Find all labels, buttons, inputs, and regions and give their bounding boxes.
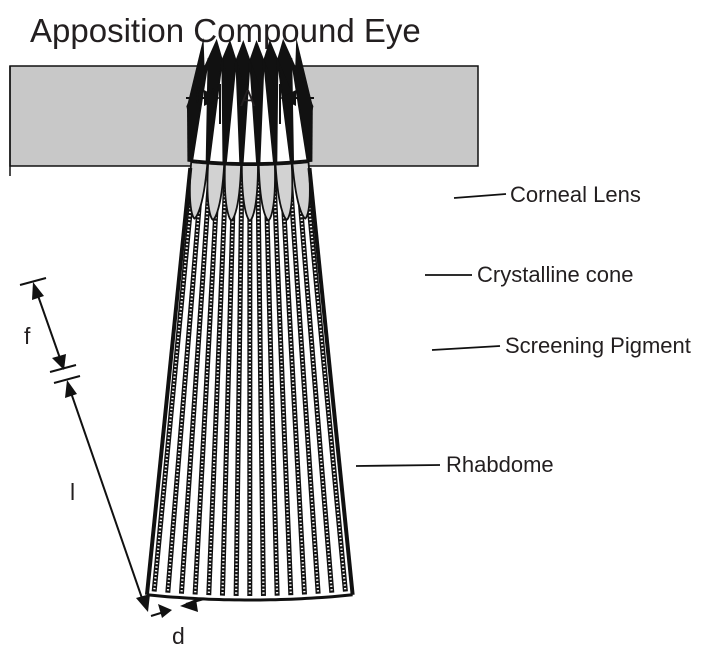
leader-lines xyxy=(356,194,506,466)
rhabdom-diameter-dimension xyxy=(151,599,204,618)
aperture-label: A xyxy=(240,85,256,111)
rhabdom-diameter-label: d xyxy=(172,623,185,648)
screening-pigment-label: Screening Pigment xyxy=(505,333,691,358)
page-title: Apposition Compound Eye xyxy=(30,12,421,49)
rhabdome-label: Rhabdome xyxy=(446,452,554,477)
rhabdom-length-dimension xyxy=(54,376,150,612)
corneal-lens-label: Corneal Lens xyxy=(510,182,641,207)
crystalline-cone-label: Crystalline cone xyxy=(477,262,634,287)
rhabdom-length-label: l xyxy=(70,479,75,505)
focal-length-label: f xyxy=(24,323,31,349)
